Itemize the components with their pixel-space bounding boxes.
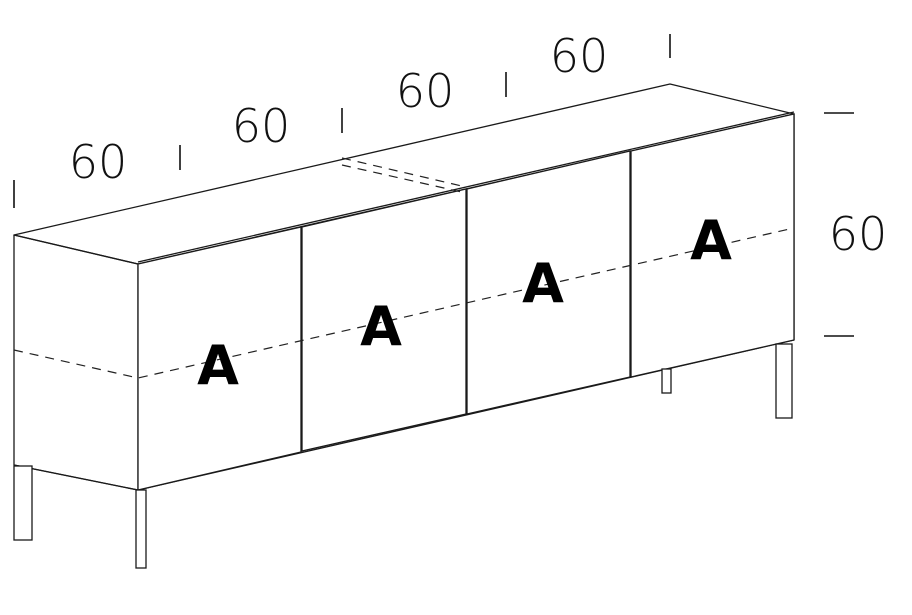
width-label-2: 60 [232,99,291,153]
width-dimension-labels: 60 60 60 60 [69,29,609,189]
door-4 [630,113,795,378]
door-3 [466,150,631,415]
cabinet-legs [13,343,793,569]
base-frame-left [13,464,139,491]
cabinet-top-front-edge [137,111,795,263]
cabinet-doors [137,113,795,491]
cabinet-left-side [13,234,139,491]
leg-front-center [135,489,147,569]
hidden-lines [13,157,795,379]
module-label-3: A [522,252,564,315]
leg-back-center [661,368,672,394]
width-dimension-ticks [13,34,671,208]
width-label-3: 60 [396,64,455,118]
leg-back-right [775,343,793,419]
width-label-4: 60 [550,29,609,83]
door-1 [137,226,302,491]
door-2 [301,188,467,452]
hidden-top-divider-a [341,157,467,188]
module-label-4: A [690,209,732,272]
hidden-top-divider-b [341,164,467,194]
module-labels: A A A A [197,209,732,397]
height-label: 60 [829,207,888,261]
module-label-2: A [360,295,402,358]
module-label-1: A [197,334,239,397]
leg-front-left [13,465,33,541]
height-dimension-ticks [824,112,854,337]
width-label-1: 60 [69,135,128,189]
